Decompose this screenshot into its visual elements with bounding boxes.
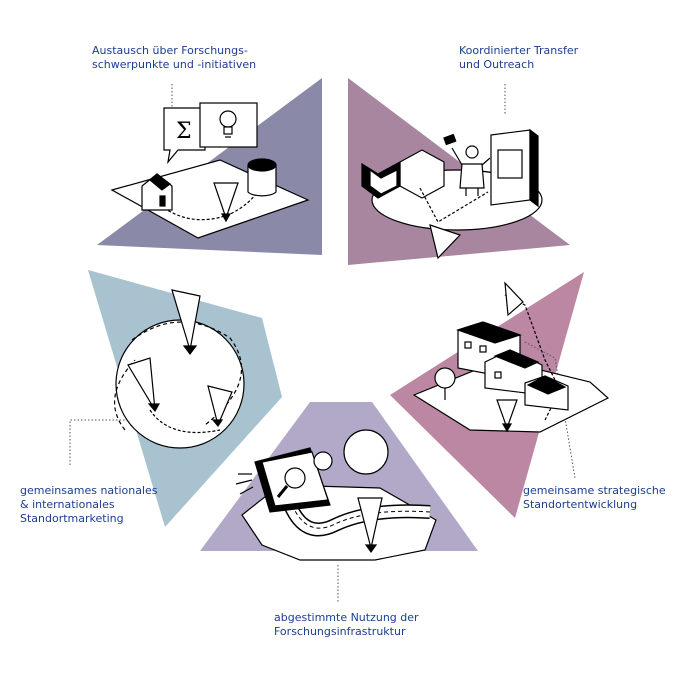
pin-marker-icon [127,289,233,428]
label-research-line1: Austausch über Forschungs- [92,44,248,57]
globe-icon [115,319,245,449]
label-development-line2: Standortentwicklung [523,498,638,511]
tree-icon [434,367,456,400]
sun-icon [343,429,389,475]
transfer-illustration [361,128,543,260]
label-infrastructure: abgestimmte Nutzung der Forschungsinfras… [274,611,419,639]
label-development: gemeinsame strategische Standortentwickl… [523,484,666,512]
lightbulb-icon [219,110,237,138]
molecule-icon [361,149,445,199]
monitor-magnifier-icon [235,447,333,513]
pin-marker-icon [496,281,524,433]
label-transfer-line2: und Outreach [459,58,535,71]
label-marketing-line2: & internationales [20,498,115,511]
label-research: Austausch über Forschungs- schwerpunkte … [92,44,256,72]
leader-marketing [69,419,130,465]
pin-marker-icon [213,182,239,223]
label-transfer-line1: Koordinierter Transfer [459,44,579,57]
label-infrastructure-line1: abgestimmte Nutzung der [274,611,419,624]
label-marketing-line1: gemeinsames nationales [20,484,158,497]
marketing-illustration [114,289,245,449]
infrastructure-illustration [235,429,437,561]
sigma-icon: Σ [176,119,192,144]
label-transfer: Koordinierter Transfer und Outreach [459,44,578,72]
person-icon [443,133,491,196]
label-development-line1: gemeinsame strategische [523,484,666,497]
house-icon [141,173,173,211]
leader-development [524,341,576,479]
pin-marker-icon [429,224,462,260]
buildings-icon [456,321,569,411]
cylinder-icon [247,158,277,197]
book-icon [490,128,539,208]
pin-marker-icon [357,497,383,554]
label-research-line2: schwerpunkte und -initiativen [92,58,257,71]
label-marketing: gemeinsames nationales & internationales… [20,484,158,526]
label-marketing-line3: Standortmarketing [20,512,124,525]
development-illustration [412,281,610,433]
label-infrastructure-line2: Forschungsinfrastruktur [274,625,406,638]
research-illustration: Σ [110,102,310,239]
